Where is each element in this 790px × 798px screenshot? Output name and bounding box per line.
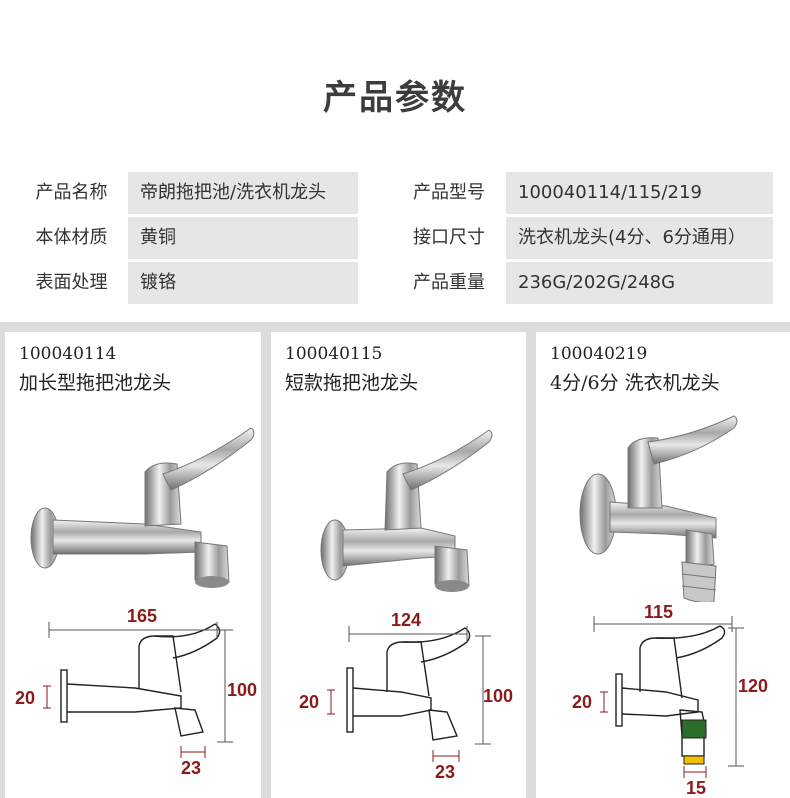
faucet-photo — [579, 415, 738, 602]
spec-value: 236G/202G/248G — [506, 262, 773, 304]
product-name: 4分/6分 洗衣机龙头 — [550, 372, 720, 394]
product-name: 加长型拖把池龙头 — [19, 372, 172, 394]
dimension-height: 100 — [483, 686, 513, 706]
spec-label: 产品型号 — [413, 182, 485, 203]
dimension-height: 120 — [738, 676, 768, 696]
spec-label: 接口尺寸 — [413, 227, 485, 248]
spec-value: 100040114/115/219 — [506, 172, 773, 214]
spec-label: 产品名称 — [35, 182, 108, 203]
spec-label: 本体材质 — [35, 227, 108, 248]
spec-value: 帝朗拖把池/洗衣机龙头 — [128, 172, 358, 214]
product-card[interactable]: 100040219 4分/6分 洗衣机龙头 — [536, 332, 790, 798]
dimension-length: 124 — [391, 610, 421, 630]
product-name: 短款拖把池龙头 — [285, 372, 419, 394]
spec-value: 黄铜 — [128, 217, 358, 259]
spec-value: 洗衣机龙头(4分、6分通用） — [506, 217, 773, 259]
dimension-length: 165 — [127, 606, 157, 626]
dimension-drawing: 115 20 120 15 — [572, 602, 768, 798]
spec-label: 产品重量 — [413, 272, 485, 293]
dimension-inlet: 20 — [15, 688, 35, 708]
dimension-length: 115 — [644, 602, 673, 622]
product-code: 100040114 — [19, 344, 117, 364]
spec-value: 镀铬 — [128, 262, 358, 304]
product-code: 100040115 — [285, 344, 383, 364]
dimension-outlet: 23 — [435, 762, 455, 782]
spec-row: 产品名称 帝朗拖把池/洗衣机龙头 产品型号 100040114/115/219 — [18, 172, 773, 216]
page-title: 产品参数 — [323, 78, 467, 118]
faucet-photo — [320, 429, 493, 592]
spec-row: 表面处理 镀铬 产品重量 236G/202G/248G — [18, 262, 773, 306]
dimension-drawing: 124 20 100 23 — [299, 610, 513, 782]
product-code: 100040219 — [550, 344, 648, 364]
product-card[interactable]: 100040115 短款拖把池龙头 — [271, 332, 526, 798]
dimension-drawing: 165 20 100 23 — [15, 606, 257, 778]
faucet-photo — [30, 427, 255, 588]
dimension-inlet: 20 — [299, 692, 319, 712]
dimension-outlet: 23 — [181, 758, 201, 778]
spec-row: 本体材质 黄铜 接口尺寸 洗衣机龙头(4分、6分通用） — [18, 217, 773, 261]
dimension-height: 100 — [227, 680, 257, 700]
spec-table: 产品名称 帝朗拖把池/洗衣机龙头 产品型号 100040114/115/219 … — [18, 172, 773, 307]
dimension-outlet: 15 — [686, 778, 706, 798]
dimension-inlet: 20 — [572, 692, 592, 712]
product-card[interactable]: 100040114 加长型拖把池龙头 — [5, 332, 261, 798]
product-panel: 100040114 加长型拖把池龙头 — [0, 322, 790, 798]
spec-label: 表面处理 — [35, 272, 108, 293]
